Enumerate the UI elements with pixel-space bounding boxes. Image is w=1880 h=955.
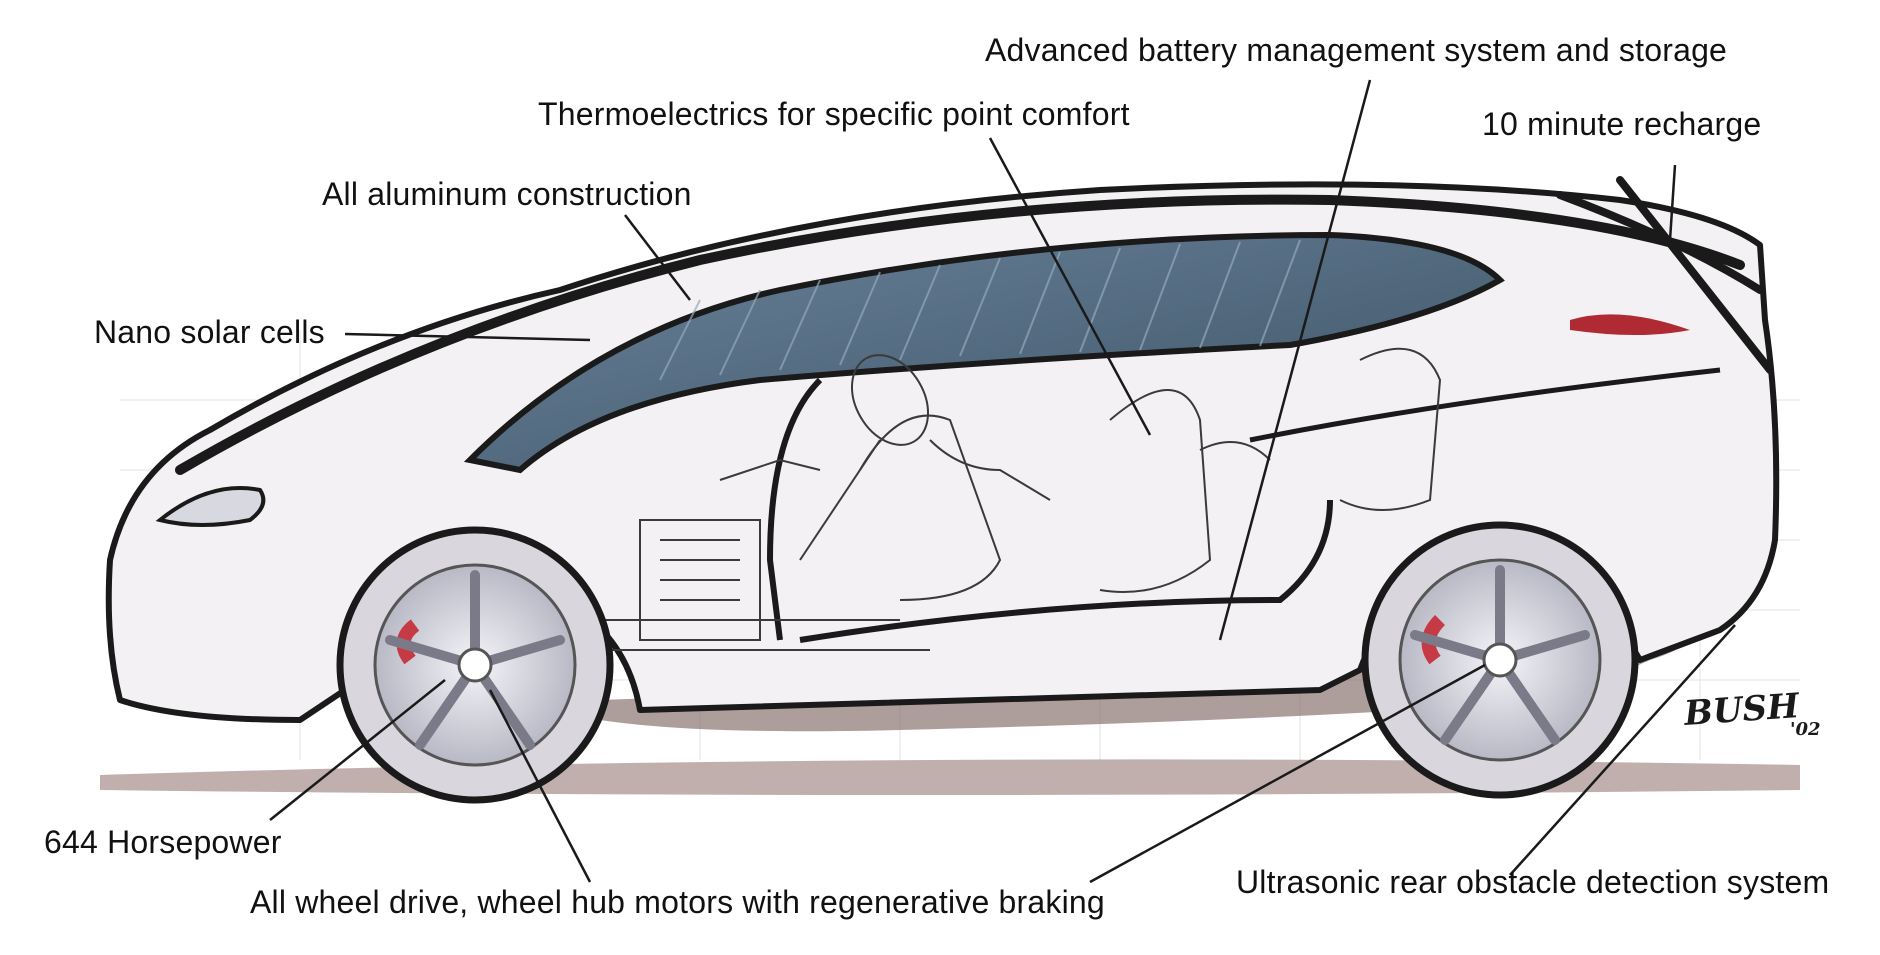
signature-text: BUSH (1682, 686, 1802, 734)
callout-horsepower: 644 Horsepower (44, 824, 282, 860)
leader-thermo (988, 137, 1152, 436)
window-hatch (659, 239, 1301, 381)
leader-wheel-drive (488, 689, 592, 883)
callout-solar: Nano solar cells (94, 314, 325, 350)
leader-wheel-drive-rear (1089, 663, 1486, 884)
leader-solar (344, 332, 591, 342)
belt-line (1249, 367, 1721, 443)
leader-lines (269, 79, 1736, 884)
callout-aluminum: All aluminum construction (322, 176, 692, 212)
roof-line (175, 194, 1745, 475)
callout-ultrasonic: Ultrasonic rear obstacle detection syste… (1236, 864, 1830, 900)
leader-ultrasonic (1509, 624, 1736, 876)
artist-signature: BUSH '02 (1682, 686, 1821, 740)
window-glass (463, 231, 1505, 474)
leader-battery (1218, 79, 1372, 641)
callout-recharge: 10 minute recharge (1482, 106, 1762, 142)
callout-wheel-drive: All wheel drive, wheel hub motors with r… (250, 884, 1105, 920)
spoiler (1556, 176, 1774, 374)
rear-wheel (1361, 521, 1639, 799)
leader-horsepower (269, 679, 446, 821)
callout-battery: Advanced battery management system and s… (985, 32, 1728, 68)
tail-light (1570, 314, 1690, 335)
interior-sketch (560, 347, 1442, 651)
front-wheel (336, 526, 614, 804)
headlight (155, 486, 266, 527)
leader-recharge (1668, 164, 1677, 241)
door-line (766, 377, 1333, 643)
callout-thermo: Thermoelectrics for specific point comfo… (538, 96, 1130, 132)
leader-aluminum (624, 214, 691, 301)
signature-year: '02 (1790, 719, 1821, 740)
